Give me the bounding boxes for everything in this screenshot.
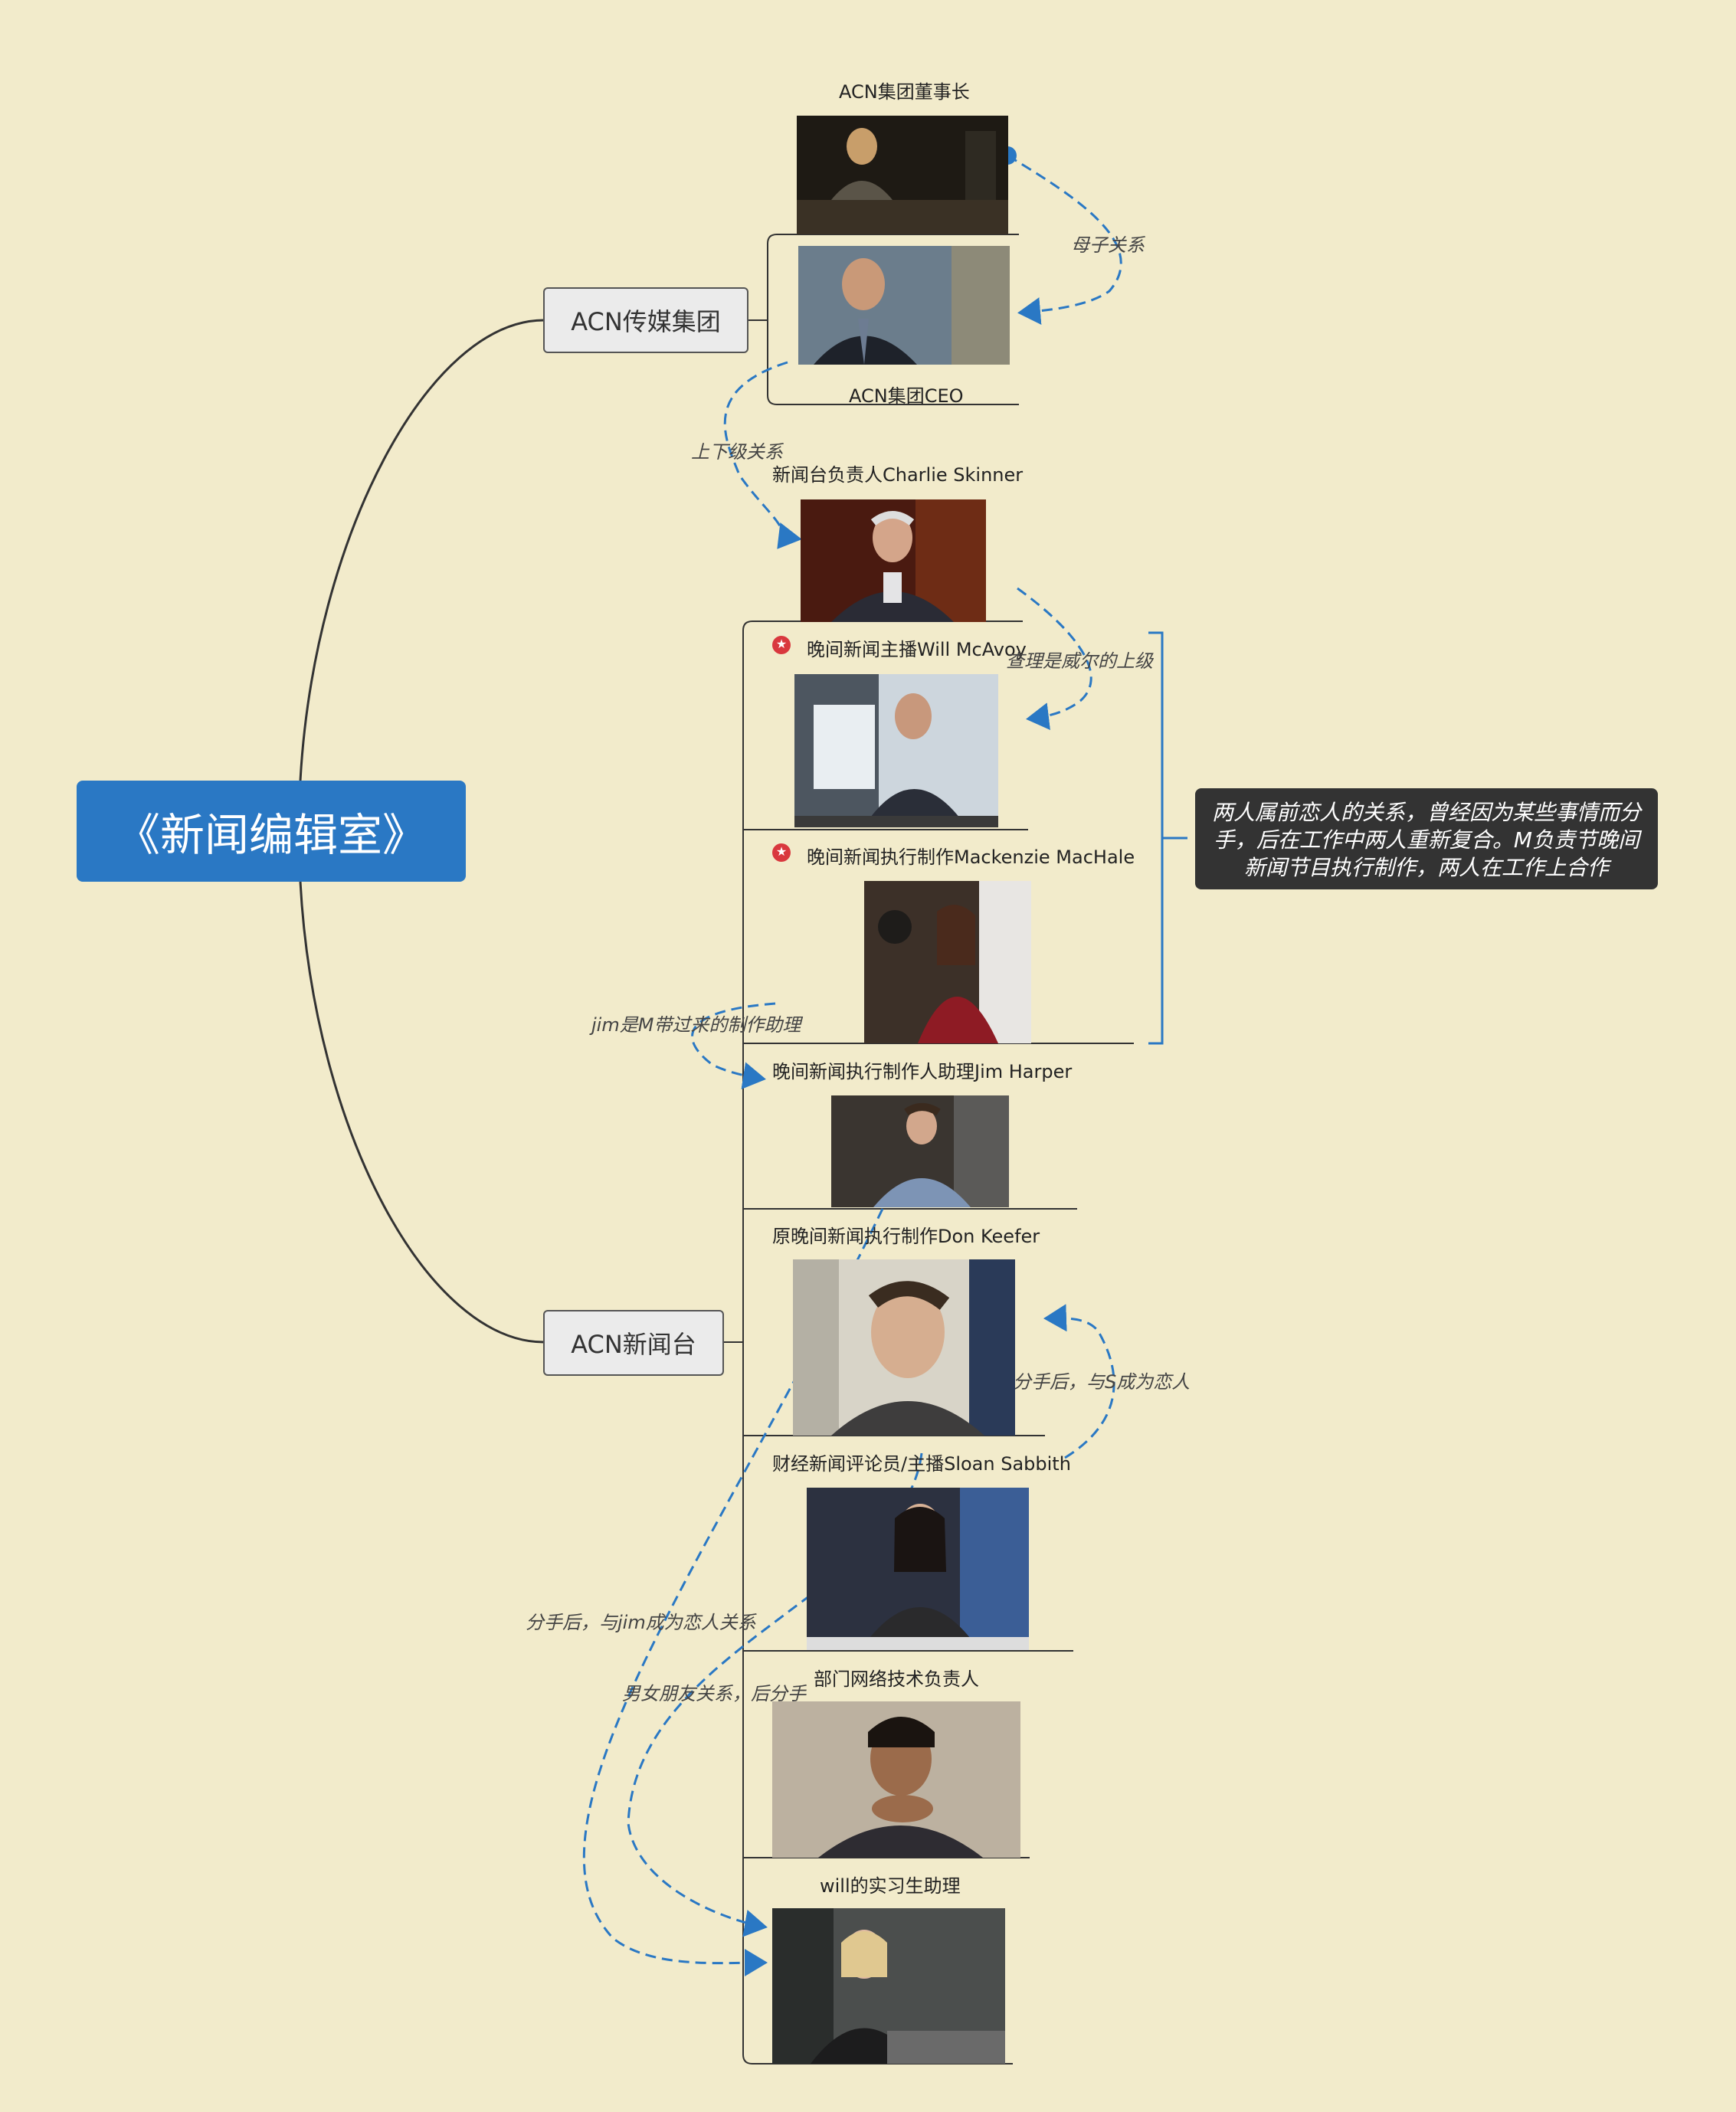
relation-don-sloan: 分手后，与S成为恋人 (1013, 1371, 1191, 1393)
label-maggie[interactable]: will的实习生助理 (820, 1875, 961, 1897)
relation-maggie-jim: 分手后，与jim成为恋人关系 (526, 1612, 756, 1633)
branch-acn-group[interactable]: ACN传媒集团 (543, 287, 748, 353)
relation-boss-of-will: 查理是威尔的上级 (1006, 650, 1153, 672)
photo-will[interactable] (794, 674, 998, 827)
relation-jim-assistant: jim是M带过来的制作助理 (591, 1014, 801, 1036)
label-sloan[interactable]: 财经新闻评论员/主播Sloan Sabbith (772, 1453, 1071, 1475)
photo-maggie[interactable] (772, 1908, 1005, 2064)
label-don[interactable]: 原晚间新闻执行制作Don Keefer (772, 1226, 1040, 1247)
relation-don-maggie: 男女朋友关系，后分手 (622, 1683, 806, 1704)
photo-neal[interactable] (772, 1701, 1020, 1858)
label-charlie[interactable]: 新闻台负责人Charlie Skinner (772, 464, 1024, 486)
star-icon: ★ (772, 843, 791, 862)
branch-acn-news[interactable]: ACN新闻台 (543, 1310, 724, 1376)
photo-don[interactable] (793, 1259, 1015, 1436)
root-topic[interactable]: 《新闻编辑室》 (77, 781, 466, 882)
label-mackenzie[interactable]: 晚间新闻执行制作Mackenzie MacHale (807, 846, 1135, 868)
label-ceo[interactable]: ACN集团CEO (849, 385, 964, 407)
summary-note[interactable]: 两人属前恋人的关系，曾经因为某些事情而分手，后在工作中两人重新复合。M负责节晚间… (1195, 788, 1658, 889)
photo-charlie[interactable] (801, 499, 986, 622)
label-jim[interactable]: 晚间新闻执行制作人助理Jim Harper (772, 1061, 1073, 1082)
relation-superior: 上下级关系 (691, 441, 783, 463)
photo-sloan[interactable] (807, 1488, 1029, 1650)
photo-chairman[interactable] (797, 116, 1008, 234)
photo-mackenzie[interactable] (864, 881, 1031, 1043)
label-neal[interactable]: 部门网络技术负责人 (814, 1668, 979, 1690)
photo-jim[interactable] (831, 1095, 1009, 1207)
star-icon: ★ (772, 636, 791, 654)
relation-mother-son: 母子关系 (1071, 234, 1145, 256)
label-chairman[interactable]: ACN集团董事长 (839, 81, 970, 103)
photo-ceo[interactable] (798, 246, 1010, 365)
label-will[interactable]: 晚间新闻主播Will McAvoy (807, 639, 1027, 660)
